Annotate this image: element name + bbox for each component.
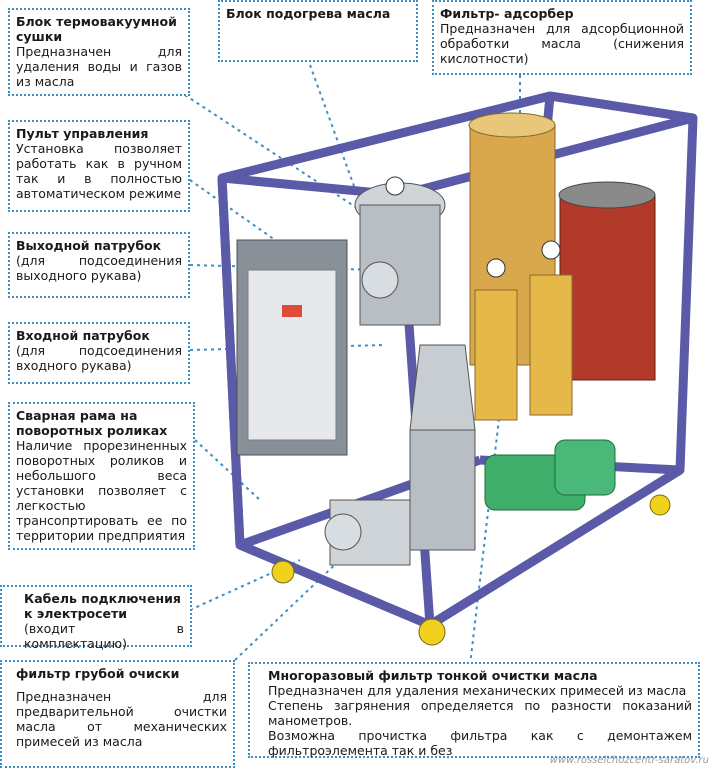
inlet-label: Входной патрубок (для подсоединения вход… [8, 322, 190, 384]
cable-label: Кабель подключения к электросети (входит… [0, 585, 192, 651]
adsorber-body: Предназначен для адсорбционной обработки… [440, 21, 684, 66]
inlet-title: Входной патрубок [16, 328, 150, 343]
thermovac-title: Блок термовакуумной сушки [16, 14, 177, 44]
coarse-filter-label: фильтр грубой очиски Предназначен для пр… [0, 660, 235, 768]
fine-filters [474, 240, 573, 421]
control-panel-cabinet [236, 239, 348, 456]
adsorber-title: Фильтр- адсорбер [440, 6, 574, 21]
cable-body: (входит в комплектацию) [24, 621, 184, 651]
motor-pump [324, 439, 616, 566]
fine-filter-label: Многоразовый фильтр тонкой очистки масла… [248, 662, 700, 758]
outlet-label: Выходной патрубок (для подсоединения вых… [8, 232, 190, 298]
control-title: Пульт управления [16, 126, 149, 141]
outlet-body: (для подсоединения выходного рукава) [16, 253, 182, 283]
vacuum-dome [354, 176, 446, 326]
inlet-body: (для подсоединения входного рукава) [16, 343, 182, 373]
frame-label: Сварная рама на поворотных роликах Налич… [8, 402, 195, 550]
heater-label: Блок подогрева масла [218, 0, 418, 62]
fine-body-2: Степень загрянения определяется по разно… [268, 698, 692, 728]
frame-body: Наличие прорезиненных поворотных роликов… [16, 438, 187, 543]
frame-title: Сварная рама на поворотных роликах [16, 408, 168, 438]
fine-body-1: Предназначен для удаления механических п… [268, 683, 687, 698]
adsorber-label: Фильтр- адсорбер Предназначен для адсорб… [432, 0, 692, 75]
coarse-title: фильтр грубой очиски [16, 666, 180, 681]
outlet-title: Выходной патрубок [16, 238, 162, 253]
control-body: Установка позволяет работать как в ручно… [16, 141, 182, 201]
fine-body-3: Возможна прочистка фильтра как с демонта… [268, 728, 692, 758]
leader-lines [184, 64, 521, 666]
fine-title: Многоразовый фильтр тонкой очистки масла [268, 668, 598, 683]
heater-title: Блок подогрева масла [226, 6, 391, 21]
watermark: www.rosselchozcentr-saratov.ru [549, 755, 709, 766]
red-tank [558, 181, 656, 381]
cable-title: Кабель подключения к электросети [24, 591, 181, 621]
thermovac-body: Предназначен для удаления воды и газов и… [16, 44, 182, 89]
wheels [271, 494, 671, 646]
thermovac-label: Блок термовакуумной сушки Предназначен д… [8, 8, 190, 96]
control-panel-label: Пульт управления Установка позволяет раб… [8, 120, 190, 212]
coarse-body: Предназначен для предварительной очистки… [16, 689, 227, 749]
coarse-filter [409, 344, 476, 551]
